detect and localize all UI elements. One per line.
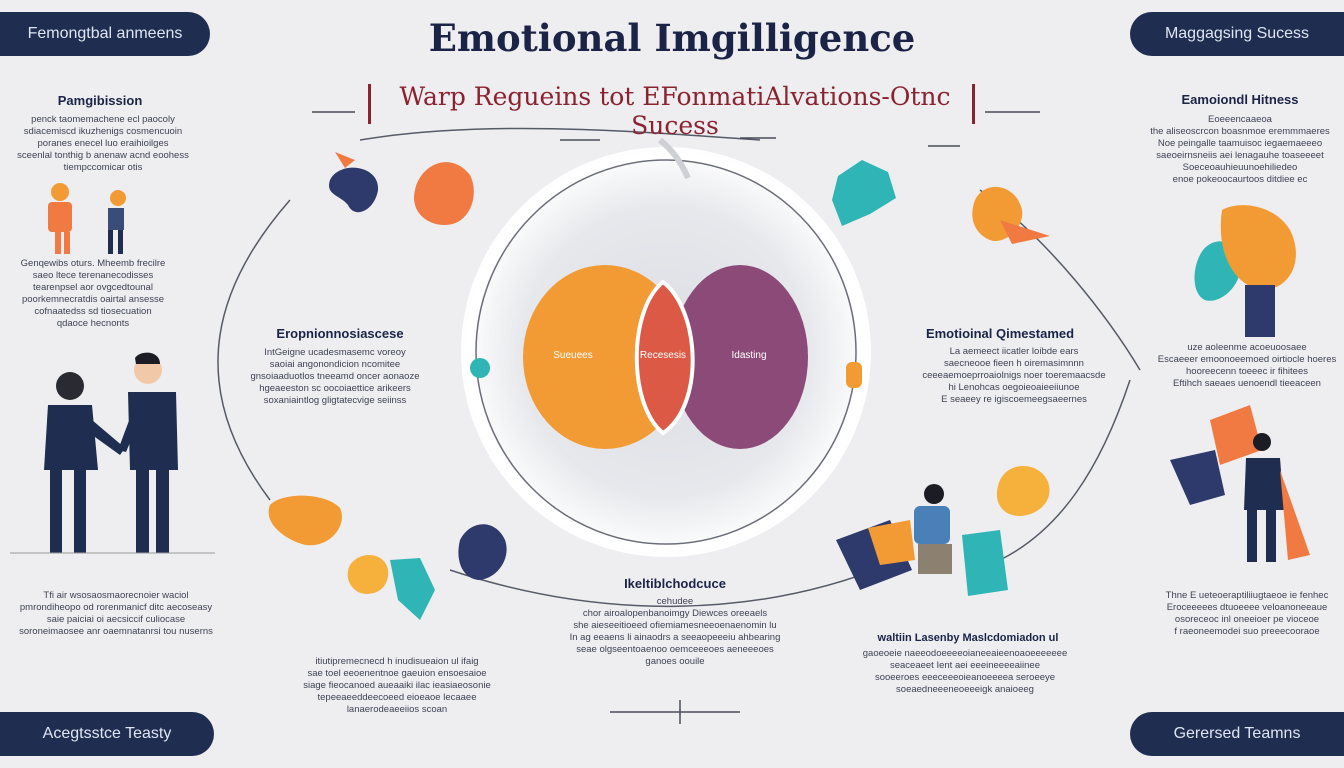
puzzle-pieces-top-left	[329, 152, 474, 225]
right-block2-text: uze aoleenme acoeuoosaee Escaeeer emoono…	[1157, 342, 1337, 389]
left-block1-text: penck taomemachene ecl paocoly sdiacemis…	[17, 114, 189, 173]
left-block3-text: Tfi air wsosaosmaorecnoier waciol pmrond…	[19, 590, 213, 637]
ring-node-right	[846, 362, 862, 388]
venn-overlap	[634, 279, 695, 436]
bottom-mid-left-text: itiutipremecnecd h inudisueaion ul ifaig…	[303, 656, 491, 715]
puzzle-pieces-top-right	[832, 160, 1050, 244]
subtitle-bar-left	[368, 84, 371, 124]
figures-right	[1170, 205, 1310, 562]
bottom-center-heading: Ikeltiblchodcuce	[624, 576, 726, 591]
center-right-text: La aemeect iicatler loibde ears saecneoo…	[922, 346, 1106, 405]
page-subtitle: Warp Regueins tot EFonmatiAlvations-Otnc…	[399, 82, 951, 140]
right-block1-text: Eoeeencaaeoa the aliseoscrcon boasnmoe e…	[1150, 114, 1330, 185]
venn-right-circle	[672, 265, 808, 449]
figures-top-left	[48, 183, 126, 254]
subtitle-bar-right	[972, 84, 975, 124]
center-right-heading: Emotioinal Qimestamed	[925, 326, 1075, 341]
left-block1-heading: Pamgibission	[57, 93, 143, 108]
right-block3-text: Thne E ueteoeraptiliiugtaeoe ie fenhec E…	[1165, 590, 1329, 637]
puzzle-pieces-bottom-left	[268, 495, 507, 620]
venn-middle-label: Recesesis	[639, 350, 687, 361]
venn-diagram	[523, 265, 808, 449]
venn-left-label: Sueuees	[553, 350, 593, 361]
bottom-center-text: cehudee chor airoalopenbanoimgy Diewces …	[569, 596, 781, 667]
decorative-arrows	[312, 111, 1040, 724]
loop-path	[217, 127, 1141, 608]
center-left-text: IntGeigne ucadesmasemc voreoy saoiai ang…	[250, 347, 420, 406]
corner-label-top-left: Femongtbal anmeens	[0, 12, 210, 56]
corner-label-bottom-right: Gerersed Teamns	[1130, 712, 1344, 756]
bottom-mid-right-heading: waltiin Lasenby Maslcdomiadon ul	[877, 632, 1059, 644]
page-title: Emotional Imgilligence	[428, 16, 916, 60]
corner-label-bottom-left: Acegtsstce Teasty	[0, 712, 214, 756]
left-block2-text: Genqewibs oturs. Mheemb frecilre saeo lt…	[20, 258, 166, 329]
right-block1-heading: Eamoiondl Hitness	[1181, 92, 1299, 107]
bottom-mid-right-text: gaoeoeie naeeodoeeeeoianeeaieenoaoeeeeee…	[862, 648, 1068, 695]
figures-bottom-right	[836, 465, 1050, 596]
corner-label-top-right: Maggagsing Sucess	[1130, 12, 1344, 56]
business-people-illustration	[10, 352, 215, 554]
ring-node-left	[470, 358, 490, 378]
venn-right-label: Idasting	[731, 350, 767, 361]
center-left-heading: Eropnionnosiascese	[276, 326, 404, 341]
